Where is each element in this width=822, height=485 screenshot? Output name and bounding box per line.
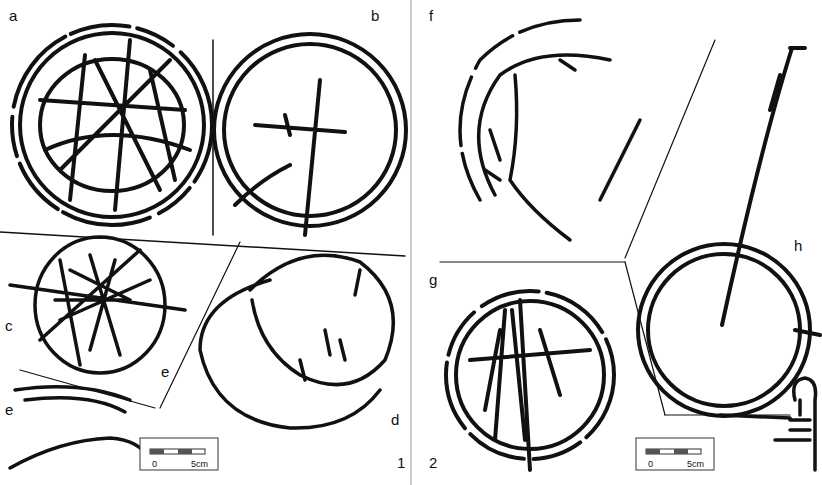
scale-label: 0 (647, 459, 654, 469)
scale-label: 0 (151, 459, 158, 469)
panel-letter: h (793, 238, 803, 254)
panel-letter: e (160, 364, 170, 380)
panel-letter: 1 (396, 455, 406, 471)
scale-label: 5cm (190, 459, 209, 469)
panel-letter: 2 (428, 455, 438, 471)
panel-letter: g (428, 272, 438, 288)
panel-letter: b (370, 8, 380, 24)
panel-letter: c (4, 318, 14, 334)
panel-letter: a (8, 8, 18, 24)
panel-letter: e (4, 402, 14, 418)
scale-label: 5cm (686, 459, 705, 469)
panel-letter: f (428, 8, 434, 24)
panel-letter: d (390, 412, 400, 428)
